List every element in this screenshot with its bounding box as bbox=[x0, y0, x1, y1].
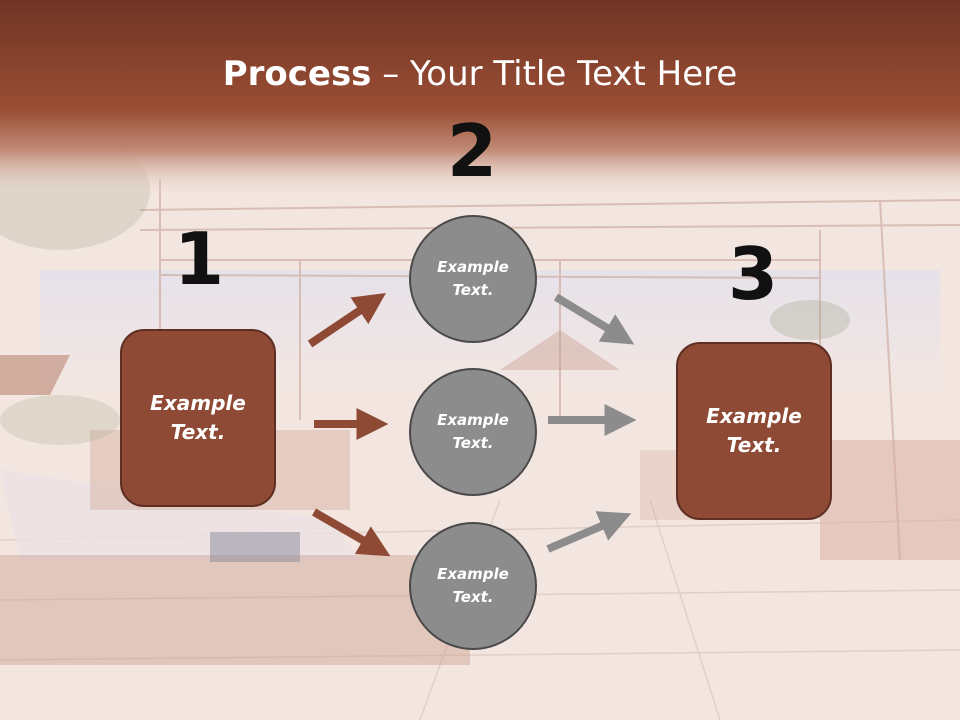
arrow-from-circle-3 bbox=[546, 511, 632, 553]
step-box-left-text: Example Text. bbox=[150, 391, 246, 444]
step-box-right: Example Text. bbox=[676, 342, 832, 520]
circle-2: Example Text. bbox=[409, 368, 537, 496]
slide-title: Process – Your Title Text Here bbox=[0, 52, 960, 96]
step-box-right-text: Example Text. bbox=[706, 404, 802, 457]
step-number-1: 1 bbox=[173, 217, 225, 301]
step-number-2: 2 bbox=[446, 109, 498, 193]
circle-2-text: Example Text. bbox=[437, 411, 509, 452]
circle-3-text: Example Text. bbox=[437, 565, 509, 606]
circle-1: Example Text. bbox=[409, 215, 537, 343]
title-rest: – Your Title Text Here bbox=[371, 54, 738, 94]
title-bold: Process bbox=[222, 54, 372, 94]
arrow-to-circle-3 bbox=[311, 508, 391, 557]
step-number-3: 3 bbox=[727, 232, 779, 316]
circle-1-text: Example Text. bbox=[437, 258, 509, 299]
arrow-from-circle-1 bbox=[553, 293, 635, 345]
arrow-to-circle-1 bbox=[307, 292, 386, 348]
step-box-left: Example Text. bbox=[120, 329, 276, 507]
circle-3: Example Text. bbox=[409, 522, 537, 650]
